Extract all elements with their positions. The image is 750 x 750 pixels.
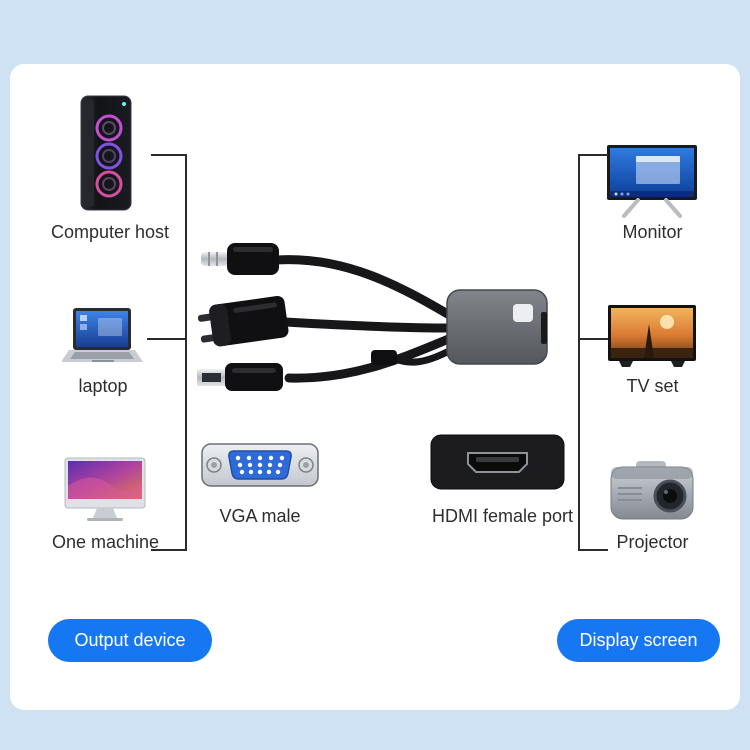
hdmi-female-port-label: HDMI female port <box>432 506 574 526</box>
projector-label: Projector <box>616 532 689 552</box>
hdmi-female-port-icon <box>430 434 565 490</box>
right-tick-bottom <box>580 549 608 551</box>
laptop-icon <box>62 306 144 370</box>
computer-host-label: Computer host <box>50 222 170 242</box>
projector-icon <box>608 456 696 526</box>
computer-host-icon <box>76 94 136 216</box>
tv-set-label: TV set <box>626 376 679 396</box>
one-machine-icon <box>63 456 147 526</box>
laptop-label: laptop <box>78 376 128 396</box>
left-tick-top <box>151 154 185 156</box>
tv-set-icon <box>607 304 697 370</box>
vga-to-hdmi-adapter-image <box>195 228 565 428</box>
display-screen-button-label: Display screen <box>579 630 698 650</box>
right-tick-top <box>580 154 608 156</box>
one-machine-label: One machine <box>51 532 160 552</box>
display-screen-button: Display screen <box>557 619 720 662</box>
output-device-button: Output device <box>48 619 212 662</box>
vga-male-label: VGA male <box>219 506 301 526</box>
output-device-button-label: Output device <box>74 630 186 650</box>
left-bracket-line <box>185 154 187 551</box>
right-bracket-line <box>578 154 580 551</box>
left-tick-middle <box>147 338 185 340</box>
monitor-icon <box>606 144 698 220</box>
vga-male-port-icon <box>200 436 320 494</box>
left-tick-bottom <box>151 549 185 551</box>
right-tick-middle <box>580 338 608 340</box>
monitor-label: Monitor <box>622 222 683 242</box>
